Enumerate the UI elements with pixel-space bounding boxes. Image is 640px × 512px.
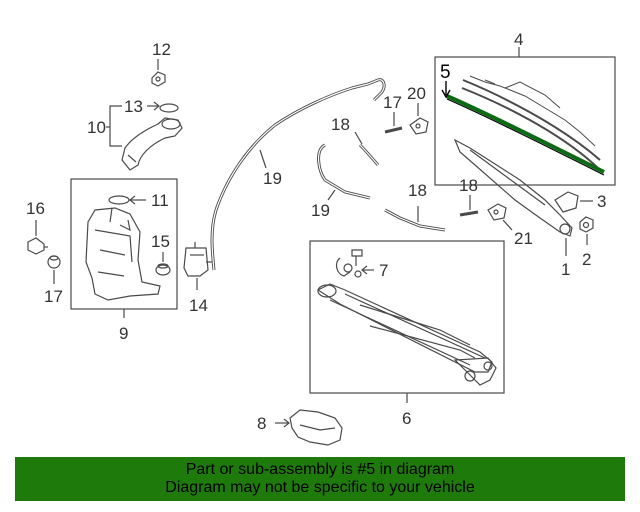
callout-22b-leader (502, 219, 513, 231)
washer-reservoir-tank[interactable] (85, 207, 161, 301)
callout-19a: 18 (331, 115, 350, 134)
hose-joint-upper[interactable] (384, 126, 403, 134)
wiper-blade[interactable] (461, 75, 601, 169)
callout-15: 15 (151, 232, 170, 251)
callout-2: 2 (582, 250, 591, 269)
callout-7-arrowhead (361, 265, 368, 275)
hose-clip-upper[interactable] (409, 117, 429, 135)
info-banner: Part or sub-assembly is #5 in diagram Di… (15, 457, 625, 501)
washer-hose-lower[interactable] (384, 208, 446, 232)
filler-neck-seal[interactable] (159, 103, 179, 113)
callout-8-arrowhead (283, 418, 290, 428)
callout-21-leader (259, 149, 267, 169)
callout-16: 16 (26, 199, 45, 218)
callout-9: 9 (119, 324, 128, 343)
callout-11: 11 (151, 191, 169, 210)
washer-pump[interactable] (183, 242, 214, 277)
wiper-blade-group-box (434, 56, 616, 186)
reservoir-neck-seal[interactable] (108, 195, 130, 205)
wiper-linkage[interactable] (316, 283, 497, 386)
filler-cap-clip[interactable] (151, 71, 166, 87)
callout-4: 4 (514, 30, 523, 49)
callout-10: 10 (87, 118, 106, 137)
callout-8: 8 (257, 414, 266, 433)
callout-20: 19 (311, 201, 330, 220)
washer-nozzle-check-valve[interactable] (27, 237, 48, 255)
callout-6: 6 (402, 409, 411, 428)
callout-19b: 18 (408, 181, 427, 200)
wiper-washer-parts-diagram: 4 5 1 3 2 6 (26, 30, 616, 446)
callout-21: 19 (263, 169, 282, 188)
reservoir-grommet-small[interactable] (47, 255, 61, 269)
callout-13: 13 (124, 97, 143, 116)
callout-20-leader (327, 189, 336, 201)
callout-7: 7 (379, 261, 388, 280)
wiper-arm[interactable] (453, 138, 573, 237)
callout-18a: 17 (383, 93, 402, 112)
callout-19a-leader (354, 131, 363, 145)
banner-line-2: Diagram may not be specific to your vehi… (165, 479, 475, 496)
wiper-arm-nut[interactable] (579, 216, 594, 233)
washer-filler-neck[interactable] (121, 117, 183, 171)
callout-17: 17 (44, 287, 63, 306)
callout-12: 12 (152, 40, 171, 59)
wiper-linkage-group-box (309, 240, 505, 394)
callout-11-arrowhead (129, 195, 136, 205)
wiper-blade-rubber-refill[interactable] (446, 94, 605, 174)
callout-3: 3 (597, 192, 606, 211)
washer-hose-branch-inner (318, 144, 371, 199)
callout-22a: 20 (407, 84, 426, 103)
callout-18b: 18 (459, 176, 478, 195)
washer-hose-branch[interactable] (317, 143, 371, 200)
callout-22b: 21 (514, 229, 533, 248)
banner-line-1: Part or sub-assembly is #5 in diagram (185, 461, 455, 478)
wiper-arm-cap[interactable] (554, 191, 579, 213)
washer-hose-upper-inner (359, 144, 379, 166)
callout-13-arrowhead (153, 101, 160, 111)
washer-hose-main-inner (211, 79, 385, 271)
wiper-blade-rubber-edge (446, 98, 605, 176)
callout-10-bracket (109, 105, 122, 147)
callout-1: 1 (561, 260, 570, 279)
callout-14: 14 (189, 296, 208, 315)
washer-hose-lower-inner (384, 209, 446, 231)
linkage-mounting-bolt[interactable] (335, 249, 363, 278)
callout-5-arrowhead (441, 89, 451, 99)
callout-5: 5 (440, 62, 451, 83)
wiper-motor-cover[interactable] (289, 409, 343, 446)
hose-joint-lower[interactable] (459, 210, 479, 217)
hose-clip-lower[interactable] (487, 203, 507, 221)
reservoir-grommet[interactable] (155, 263, 171, 276)
